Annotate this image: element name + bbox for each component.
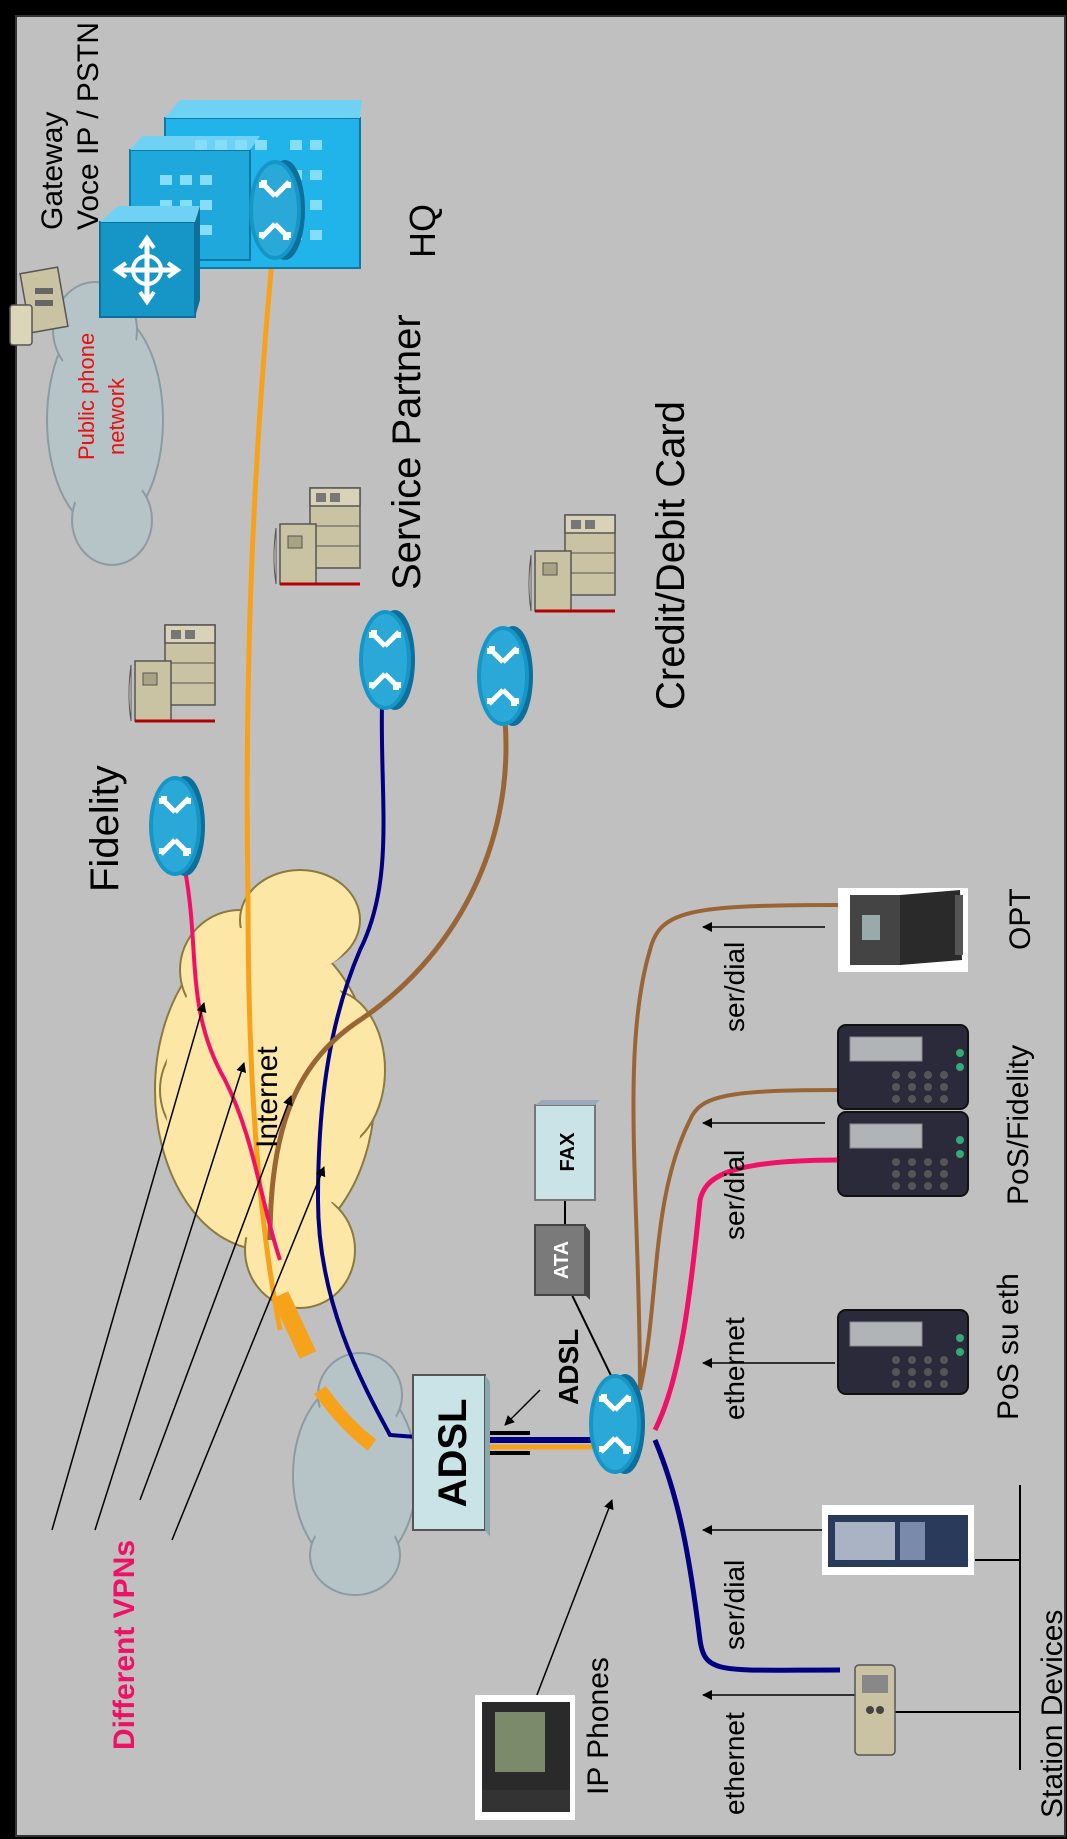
internet-label: Internet bbox=[251, 1046, 284, 1148]
public-phone-label-1: Public phone bbox=[74, 333, 99, 460]
adsl-box-label: ADSL bbox=[431, 1399, 475, 1508]
brown-link-opt bbox=[631, 903, 841, 1391]
ip-phones-label: IP Phones bbox=[582, 1657, 615, 1795]
ethernet-label-1: ethernet bbox=[719, 1317, 750, 1420]
public-phone-network-cloud bbox=[46, 281, 164, 566]
adsl-modem-icon bbox=[412, 1374, 490, 1537]
fidelity-router-icon bbox=[149, 776, 205, 876]
gateway-switch-icon bbox=[99, 206, 200, 318]
credit-card-router-icon bbox=[477, 626, 533, 726]
voce-label: Voce IP / PSTN bbox=[72, 22, 105, 230]
ser-dial-label-1: ser/dial bbox=[719, 942, 750, 1032]
vpn-arrow-2 bbox=[94, 1062, 247, 1531]
hq-router-icon bbox=[249, 160, 305, 260]
pos-fidelity-label: PoS/Fidelity bbox=[1002, 1045, 1035, 1205]
different-vpns-label: Different VPNs bbox=[108, 1540, 141, 1750]
ser-dial-label-2: ser/dial bbox=[719, 1150, 750, 1240]
adsl-access-cloud bbox=[292, 1352, 418, 1596]
adsl-link-label: ADSL bbox=[553, 1329, 584, 1405]
brown-link-credit-card bbox=[267, 719, 509, 1241]
public-phone-label-2: network bbox=[104, 377, 129, 455]
fax-label: FAX bbox=[557, 1132, 579, 1172]
orange-link-segment-2 bbox=[314, 1385, 377, 1451]
vpn-arrow-1 bbox=[51, 1002, 207, 1531]
opt-label: OPT bbox=[1004, 888, 1037, 950]
ip-phone-arrow bbox=[534, 1499, 614, 1701]
brown-link-pos-fidelity bbox=[638, 1088, 841, 1391]
ethernet-label-2: ethernet bbox=[719, 1712, 750, 1815]
ser-dial-label-3: ser/dial bbox=[719, 1560, 750, 1650]
navy-link-station bbox=[652, 1439, 841, 1673]
service-partner-router-icon bbox=[359, 610, 415, 710]
hq-label: HQ bbox=[402, 204, 443, 258]
pos-eth-terminal bbox=[837, 1309, 969, 1395]
credit-debit-label: Credit/Debit Card bbox=[649, 401, 693, 710]
pos-fidelity-terminal-1 bbox=[837, 1024, 969, 1110]
fidelity-label: Fidelity bbox=[83, 765, 127, 892]
pos-fidelity-terminal-2 bbox=[837, 1111, 969, 1197]
ata-label: ATA bbox=[551, 1241, 573, 1279]
opt-terminal-icon bbox=[838, 888, 968, 972]
pink-link-pos bbox=[652, 1157, 841, 1432]
pos-eth-label: PoS su eth bbox=[992, 1273, 1025, 1420]
orange-link-segment-1 bbox=[271, 1291, 317, 1359]
station-router-icon bbox=[589, 1374, 645, 1474]
adsl-line-black bbox=[485, 1431, 530, 1455]
station-device-controller-icon bbox=[854, 1664, 896, 1756]
fax-icon bbox=[534, 1100, 600, 1201]
pink-link-fidelity bbox=[183, 869, 282, 1261]
ip-phone-icon bbox=[475, 1695, 575, 1820]
station-device-rack-icon bbox=[822, 1505, 974, 1575]
service-partner-label: Service Partner bbox=[385, 314, 429, 590]
station-devices-label: Station Devices bbox=[1036, 1610, 1067, 1818]
ata-icon bbox=[534, 1224, 590, 1300]
navy-link-service-partner bbox=[315, 704, 456, 1442]
vpn-arrow-3 bbox=[139, 1095, 293, 1501]
gateway-label: Gateway bbox=[36, 112, 69, 230]
adsl-label-arrow bbox=[504, 1389, 541, 1426]
telephone-icon bbox=[9, 266, 69, 346]
vpn-arrow-4 bbox=[171, 1166, 326, 1541]
